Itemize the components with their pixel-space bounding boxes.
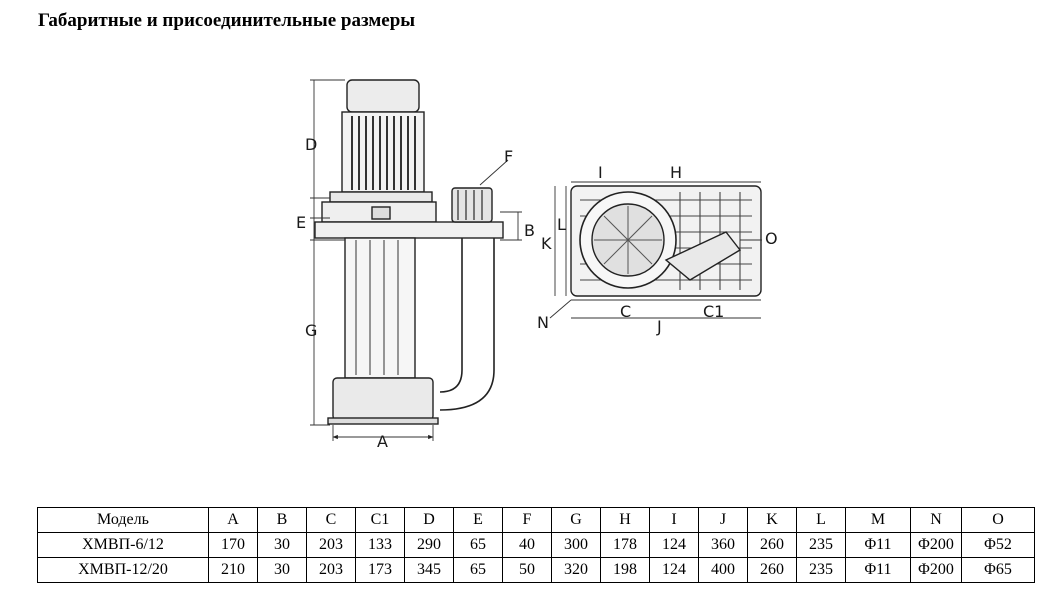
table-cell: 290 [404,532,454,558]
header-cell: A [208,507,258,533]
table-cell: 300 [551,532,601,558]
dimensions-table: Модель A B C C1 D E F G H I J K L M N O … [37,507,1035,583]
table-cell: 178 [600,532,650,558]
pump-volute [332,377,434,421]
header-cell: B [257,507,307,533]
table-cell: Φ65 [961,557,1035,583]
header-cell: M [845,507,911,533]
table-header-row: Модель A B C C1 D E F G H I J K L M N O [37,507,1035,533]
dim-label-L: L [557,215,566,234]
table-cell: 65 [453,557,503,583]
header-cell: G [551,507,601,533]
dim-label-O: O [765,229,778,248]
table-cell: 124 [649,532,699,558]
table-cell: Φ11 [845,557,911,583]
dim-label-J: J [656,317,662,336]
dim-label-G: G [305,321,317,340]
header-cell: I [649,507,699,533]
table-cell: Φ52 [961,532,1035,558]
table-cell: Φ11 [845,532,911,558]
dim-label-E: E [296,213,306,232]
motor-body [341,111,425,193]
page-title: Габаритные и присоединительные размеры [38,10,416,31]
table-cell: 40 [502,532,552,558]
header-cell: Модель [37,507,209,533]
header-cell: D [404,507,454,533]
dim-label-H: H [670,163,682,182]
dim-label-C: C [620,302,631,321]
header-cell: E [453,507,503,533]
terminal-box [371,206,391,220]
table-cell: 203 [306,532,356,558]
mounting-plate [314,221,504,239]
discharge-pipe [439,238,495,411]
table-cell: Φ200 [910,557,962,583]
motor-flange [329,191,433,203]
header-cell: C1 [355,507,405,533]
table-cell: 133 [355,532,405,558]
dim-label-K: K [541,234,552,253]
dim-label-D: D [305,135,317,154]
dim-label-C1: C1 [703,302,724,321]
table-cell: 345 [404,557,454,583]
model-cell: ХМВП-12/20 [37,557,209,583]
table-cell: 65 [453,532,503,558]
outlet-nozzle [664,231,742,281]
pump-column [344,237,416,379]
table-cell: 30 [257,557,307,583]
table-cell: 360 [698,532,748,558]
table-cell: 124 [649,557,699,583]
header-cell: O [961,507,1035,533]
table-row: ХМВП-12/20 210 30 203 173 345 65 50 320 … [37,557,1035,583]
table-cell: 173 [355,557,405,583]
table-cell: 235 [796,532,846,558]
table-cell: 198 [600,557,650,583]
table-cell: 400 [698,557,748,583]
table-cell: 30 [257,532,307,558]
pump-dimension-drawing: D E G A B F I H L K O N C C1 J [296,79,778,451]
header-cell: J [698,507,748,533]
table-cell: 260 [747,557,797,583]
dim-label-I: I [598,163,603,182]
header-cell: N [910,507,962,533]
header-cell: H [600,507,650,533]
table-cell: Φ200 [910,532,962,558]
motor-top-cap [346,79,420,113]
pump-side-view [310,79,522,441]
table-cell: 203 [306,557,356,583]
model-cell: ХМВП-6/12 [37,532,209,558]
table-cell: 50 [502,557,552,583]
dim-label-B: B [524,221,535,240]
table-cell: 235 [796,557,846,583]
dim-label-F: F [504,147,513,166]
header-cell: C [306,507,356,533]
pump-top-view [549,181,762,319]
table-cell: 260 [747,532,797,558]
table-row: ХМВП-6/12 170 30 203 133 290 65 40 300 1… [37,532,1035,558]
dim-label-N: N [537,313,549,332]
table-cell: 170 [208,532,258,558]
header-cell: K [747,507,797,533]
table-cell: 210 [208,557,258,583]
table-cell: 320 [551,557,601,583]
header-cell: F [502,507,552,533]
header-cell: L [796,507,846,533]
dim-label-A: A [377,432,388,451]
